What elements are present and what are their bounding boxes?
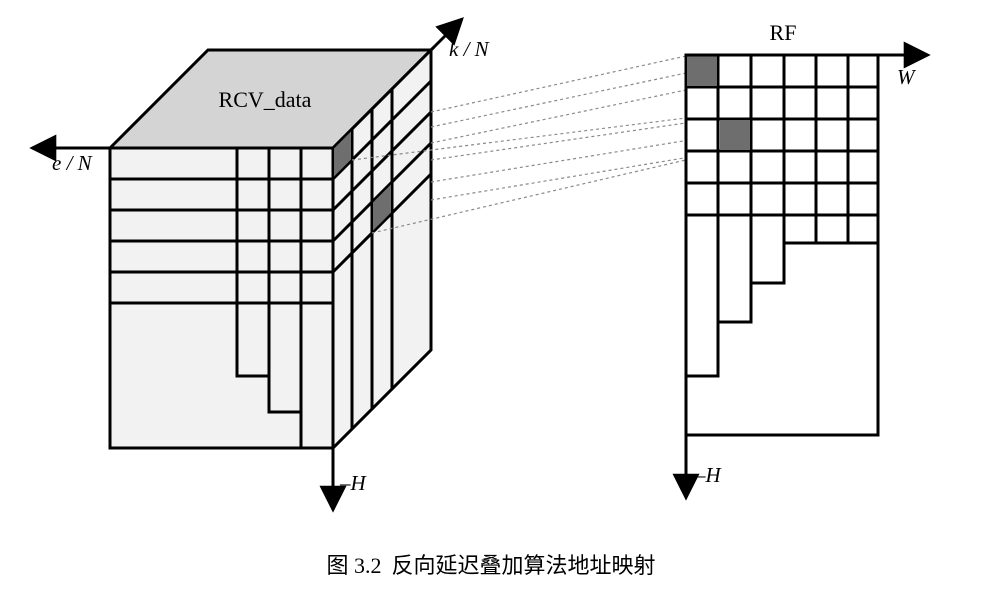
- cube-highlight-cell-2: [371, 179, 393, 236]
- cube-label: RCV_data: [219, 87, 312, 112]
- figure-caption: 图 3.2 反向延迟叠加算法地址映射: [0, 548, 982, 580]
- rf-axes: [672, 41, 931, 501]
- caption-number: 图 3.2: [326, 553, 382, 578]
- e-axis-label: e / N: [52, 151, 93, 175]
- h-axis-label-right: –H: [694, 463, 723, 487]
- w-axis-label: W: [897, 65, 917, 89]
- k-axis-label: k / N: [449, 37, 490, 61]
- rf-highlight-cell-2: [720, 120, 750, 150]
- cube-front-face: [108, 146, 335, 450]
- front-columns: [235, 148, 303, 448]
- k-axis-arrow: [429, 17, 464, 52]
- mapping-lines: [351, 55, 721, 234]
- cube-side-face: [331, 46, 433, 452]
- caption-title: 反向延迟叠加算法地址映射: [391, 554, 656, 579]
- rf-grid: [684, 53, 880, 437]
- front-rows: [110, 177, 333, 305]
- h-axis-label-left: –H: [339, 471, 368, 495]
- cube-axes: [29, 17, 464, 513]
- rf-highlight-cell-1: [687, 56, 717, 86]
- rf-label: RF: [770, 20, 797, 45]
- rcv-data-cube: RCV_data: [106, 46, 435, 452]
- side-columns: [350, 89, 394, 429]
